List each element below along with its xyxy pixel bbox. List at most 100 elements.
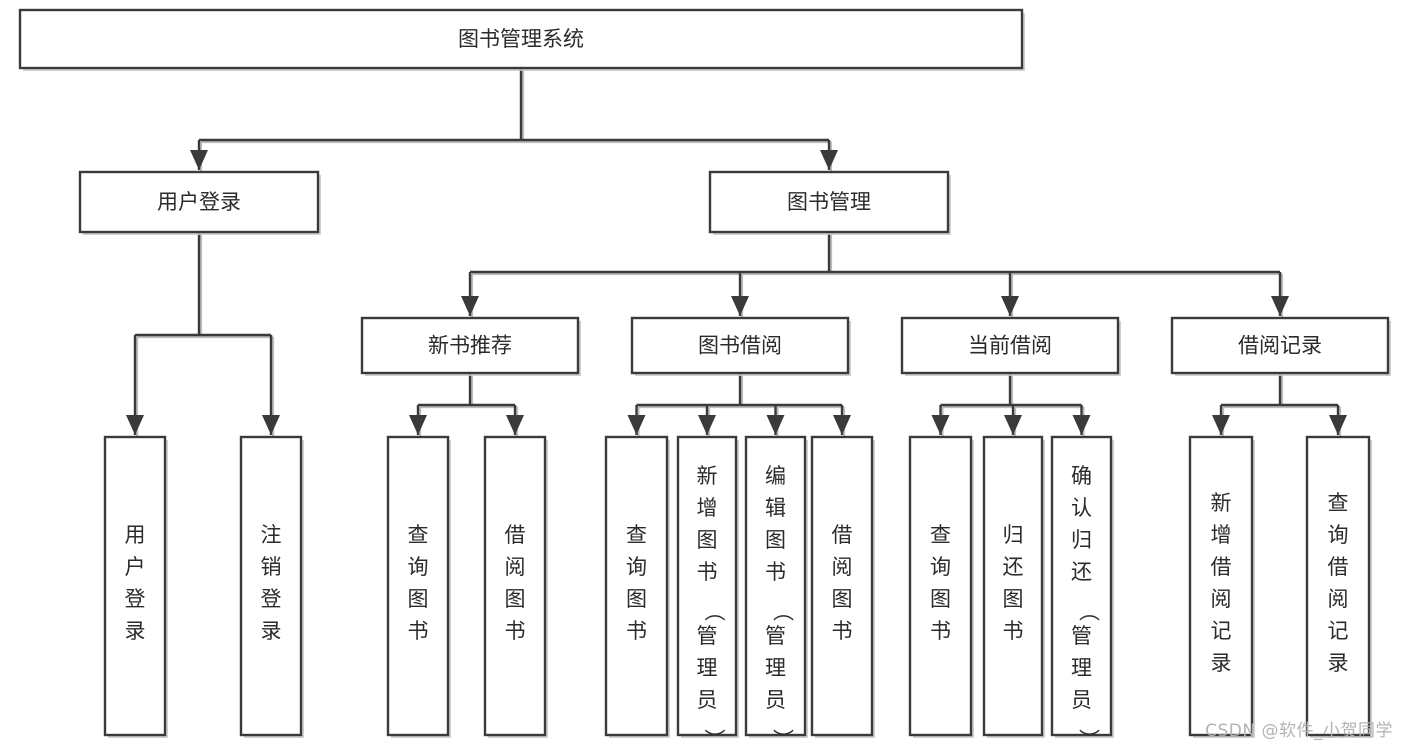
svg-text:图: 图: [505, 587, 526, 611]
svg-text:归: 归: [1003, 523, 1024, 547]
svg-text:借: 借: [832, 523, 853, 547]
svg-text:书: 书: [832, 619, 853, 643]
svg-text:录: 录: [125, 619, 146, 643]
level1-0-arrow-0: [126, 415, 144, 435]
svg-text:图: 图: [626, 587, 647, 611]
svg-text:登: 登: [125, 587, 146, 611]
svg-text:新: 新: [1211, 491, 1232, 515]
svg-text:记: 记: [1211, 619, 1232, 643]
leaf-box-g1-1[interactable]: [676, 435, 738, 737]
group-3-arrow-1: [1329, 415, 1347, 435]
group-1-arrow-1: [698, 415, 716, 435]
leaf-label-0-0: 用户登录: [125, 523, 146, 643]
svg-text:员: 员: [1071, 688, 1092, 712]
group-0-arrow-0: [409, 415, 427, 435]
svg-text:增: 增: [1211, 523, 1232, 547]
group-2-arrow-1: [1004, 415, 1022, 435]
group-0-arrow-1: [506, 415, 524, 435]
svg-text:（: （: [1077, 601, 1101, 622]
group-2-arrow-0: [931, 415, 950, 435]
svg-text:书: 书: [765, 560, 786, 584]
svg-text:查: 查: [930, 523, 951, 547]
root-arrow-1: [820, 150, 838, 170]
leaf-box-0-0[interactable]: [103, 435, 167, 737]
node-root[interactable]: [18, 8, 1024, 70]
node-group-3[interactable]: [1170, 316, 1390, 375]
node-group-label-0: 新书推荐: [428, 334, 512, 358]
svg-text:还: 还: [1003, 555, 1024, 579]
svg-text:用: 用: [125, 523, 146, 547]
level1-1-arrow-0: [461, 296, 479, 316]
svg-text:归: 归: [1071, 528, 1092, 552]
node-group-1[interactable]: [630, 316, 850, 375]
svg-text:图: 图: [408, 587, 429, 611]
svg-text:图: 图: [1003, 587, 1024, 611]
node-level1-label-0: 用户登录: [157, 190, 241, 214]
svg-text:图: 图: [930, 587, 951, 611]
leaf-box-g2-0[interactable]: [908, 435, 973, 737]
svg-text:确: 确: [1071, 464, 1092, 488]
svg-text:理: 理: [697, 656, 718, 680]
group-3-arrow-0: [1212, 415, 1230, 435]
nodes-layer: 图书管理系统用户登录用户登录注销登录图书管理新书推荐查询图书借阅图书图书借阅查询…: [18, 8, 1391, 747]
node-level1-1[interactable]: [708, 170, 950, 234]
svg-text:登: 登: [261, 587, 282, 611]
svg-text:询: 询: [626, 555, 647, 579]
svg-text:询: 询: [408, 555, 429, 579]
watermark-text: CSDN @软件_小贺同学: [1205, 721, 1393, 741]
svg-text:查: 查: [1328, 491, 1349, 515]
root-arrow-0: [190, 150, 208, 170]
svg-text:录: 录: [1328, 651, 1349, 675]
svg-text:图: 图: [697, 528, 718, 552]
svg-text:录: 录: [1211, 651, 1232, 675]
edges-layer: [126, 68, 1347, 437]
svg-text:书: 书: [930, 619, 951, 643]
node-group-2[interactable]: [900, 316, 1120, 375]
node-group-label-2: 当前借阅: [968, 334, 1052, 358]
svg-text:还: 还: [1071, 560, 1092, 584]
svg-text:书: 书: [1003, 619, 1024, 643]
leaf-box-g0-0[interactable]: [386, 435, 450, 737]
svg-text:（: （: [702, 601, 726, 622]
svg-text:阅: 阅: [1211, 587, 1232, 611]
svg-text:）: ）: [771, 729, 795, 747]
svg-text:户: 户: [125, 555, 146, 579]
svg-text:理: 理: [765, 656, 786, 680]
svg-text:注: 注: [261, 523, 282, 547]
svg-text:阅: 阅: [505, 555, 526, 579]
leaf-box-g3-1[interactable]: [1305, 435, 1371, 737]
node-group-0[interactable]: [360, 316, 580, 375]
svg-text:员: 员: [765, 688, 786, 712]
leaf-box-0-1[interactable]: [239, 435, 303, 737]
leaf-box-g1-2[interactable]: [744, 435, 807, 737]
leaf-box-g0-1[interactable]: [483, 435, 547, 737]
leaf-box-g2-1[interactable]: [982, 435, 1044, 737]
svg-text:（: （: [771, 601, 795, 622]
svg-text:认: 认: [1071, 496, 1092, 520]
svg-text:管: 管: [765, 624, 786, 648]
node-level1-0[interactable]: [78, 170, 320, 234]
svg-text:管: 管: [697, 624, 718, 648]
node-group-label-1: 图书借阅: [698, 334, 782, 358]
svg-text:新: 新: [697, 464, 718, 488]
svg-text:增: 增: [697, 496, 718, 520]
svg-text:员: 员: [697, 688, 718, 712]
leaf-box-g3-0[interactable]: [1188, 435, 1254, 737]
svg-text:图: 图: [832, 587, 853, 611]
group-1-arrow-2: [766, 415, 785, 435]
leaf-box-g2-2[interactable]: [1050, 435, 1113, 737]
level1-1-arrow-2: [1001, 296, 1019, 316]
leaf-box-g1-0[interactable]: [604, 435, 669, 737]
leaf-box-g1-3[interactable]: [810, 435, 874, 737]
svg-text:）: ）: [1077, 729, 1101, 747]
svg-text:阅: 阅: [1328, 587, 1349, 611]
